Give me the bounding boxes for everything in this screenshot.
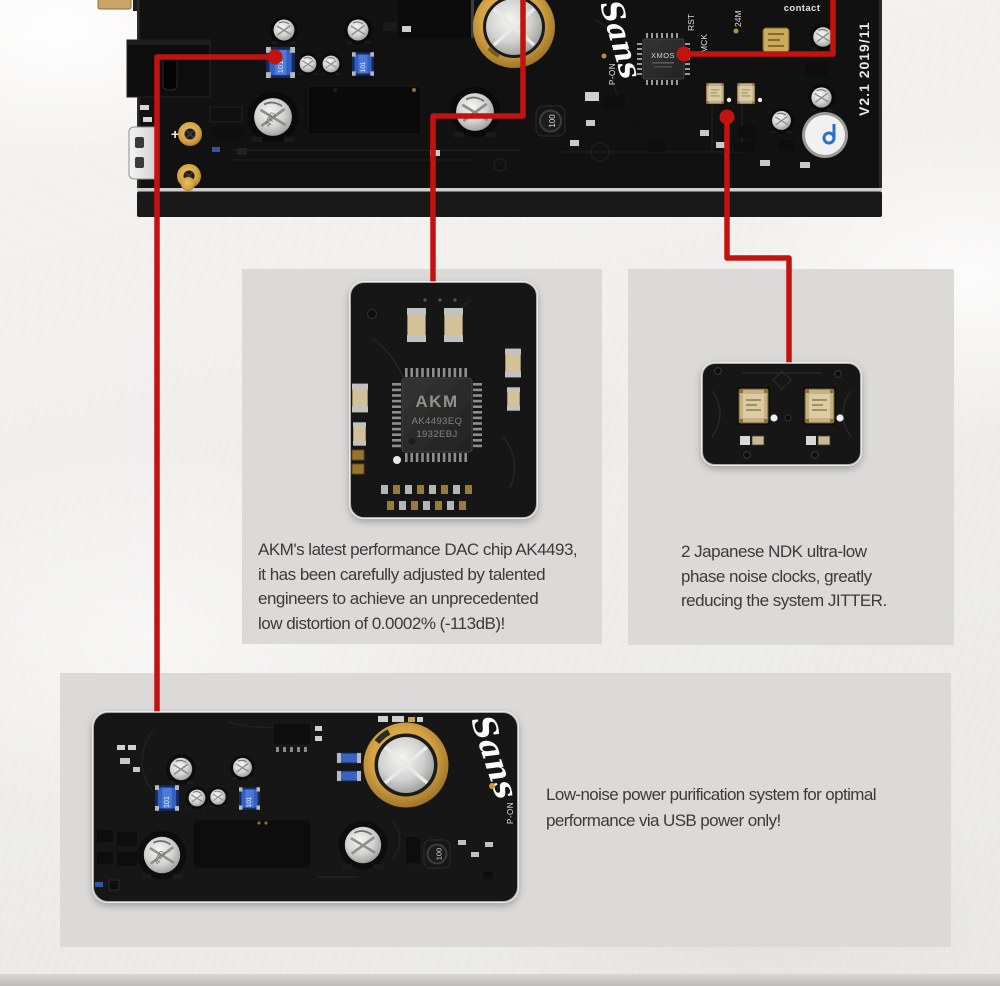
trimmer-value: 101	[360, 61, 367, 72]
inductor: 100	[423, 839, 451, 869]
page-bottom-shadow	[0, 974, 1000, 986]
trimmer-value: 101	[246, 796, 253, 807]
usb-crystal	[762, 27, 790, 53]
pcb-side	[137, 191, 882, 217]
callout-dot	[676, 46, 692, 62]
micro-usb-port	[128, 126, 160, 180]
top-connector	[398, 0, 474, 38]
relay-block	[307, 85, 422, 135]
traces	[141, 721, 401, 878]
callout-lines	[154, 0, 836, 719]
power-filter-cap	[802, 112, 848, 158]
rst-label: RST	[686, 14, 696, 31]
led-dot	[489, 783, 495, 789]
onboard-clock	[704, 82, 763, 105]
callout-dot	[267, 49, 283, 65]
mount-screw	[178, 122, 202, 146]
clock-photo	[701, 362, 862, 466]
ndk-clock	[803, 387, 836, 425]
power-section-photo: 101 101 470 100 Sans	[92, 711, 526, 903]
dac-chip: AKM AK4493EQ 1932EBJ	[392, 368, 482, 462]
inductor: 100	[535, 105, 566, 137]
callout-line-power	[154, 54, 276, 719]
ndk-clock	[737, 387, 770, 425]
trimmer-value: 101	[164, 796, 171, 808]
capacitor	[269, 15, 299, 45]
p-on-label: P-ON	[608, 63, 617, 85]
relay-block	[192, 819, 312, 869]
mlcc-cap	[352, 383, 368, 413]
dc-jack	[126, 39, 211, 98]
akm-lot: 1932EBJ	[416, 429, 457, 440]
trimmer-value: 101	[276, 61, 285, 74]
capacitor	[319, 52, 343, 76]
inductor-value: 100	[434, 848, 443, 861]
gold-capacitor	[363, 722, 449, 808]
version-label: V2.1 2019/11	[856, 21, 872, 116]
24m-label: 24M	[733, 10, 743, 27]
via-dot	[836, 414, 844, 422]
gold-capacitor	[473, 0, 555, 68]
capacitor	[343, 15, 373, 45]
inductor-value: 100	[548, 114, 557, 128]
callout-line-clock	[724, 117, 792, 369]
smd-resistors	[740, 435, 831, 446]
cropped-connector	[97, 0, 132, 10]
mlcc-cap	[353, 422, 366, 446]
akm-caption: AKM's latest performance DAC chip AK4493…	[258, 540, 578, 633]
capacitor	[207, 786, 229, 808]
capacitor	[807, 83, 836, 112]
plus-marking: +	[171, 126, 179, 142]
callout-line-akm	[430, 0, 526, 288]
xmos-label: XMOS	[651, 51, 675, 60]
contact-label: contact	[784, 3, 821, 14]
traces	[711, 370, 852, 438]
led-dot	[601, 53, 607, 59]
smd-clutter	[95, 716, 493, 891]
mlcc-cap	[505, 348, 521, 378]
transistor	[404, 835, 422, 865]
clock-caption: 2 Japanese NDK ultra-low phase noise clo…	[681, 542, 887, 610]
chip-pins	[392, 368, 482, 462]
p-on-label: P-ON	[506, 802, 515, 824]
callout-dots	[267, 46, 735, 125]
electrolytic-cap	[337, 819, 389, 871]
callout-dot	[719, 109, 735, 125]
capacitor	[185, 786, 209, 810]
mlcc-cap	[407, 308, 426, 342]
electrolytic-cap	[448, 85, 502, 139]
capacitor	[229, 754, 256, 781]
akm-brand: AKM	[415, 392, 458, 411]
akm-chip-photo: AKM AK4493EQ 1932EBJ	[349, 281, 538, 519]
akm-part: AK4493EQ	[412, 416, 463, 427]
regulator-chip	[272, 722, 322, 752]
via-dot	[393, 456, 401, 464]
power-caption: Low-noise power purification system for …	[546, 785, 877, 830]
capacitor	[768, 107, 795, 134]
capacitor	[165, 753, 197, 785]
callout-line-contact	[684, 0, 836, 57]
mlcc-cap	[507, 386, 520, 412]
pad-row	[381, 485, 472, 510]
blue-smd-caps	[336, 752, 362, 782]
mck-label: MCK	[699, 34, 709, 53]
pcb-top-photo: + 101 101 470	[97, 0, 882, 217]
via-dot	[770, 414, 778, 422]
mlcc-cap	[444, 308, 463, 342]
capacitor	[296, 52, 320, 76]
pcb-edge-highlight	[137, 188, 882, 192]
